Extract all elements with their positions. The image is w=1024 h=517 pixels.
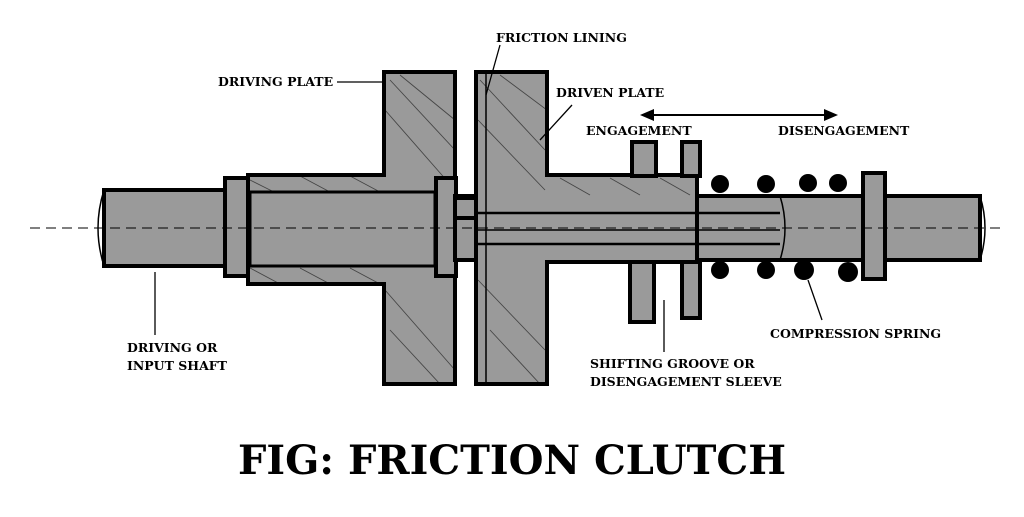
stop-collar [861, 171, 887, 281]
engagement-arrow [640, 109, 838, 121]
label-driving-shaft-line2: INPUT SHAFT [127, 358, 228, 373]
leader-friction-lining [485, 44, 501, 96]
output-shaft-end [979, 195, 986, 261]
label-compression-spring: COMPRESSION SPRING [770, 326, 941, 341]
input-shaft-collar [223, 176, 250, 278]
compression-spring [711, 174, 858, 282]
figure-title: FIG: FRICTION CLUTCH [238, 437, 786, 484]
sleeve-flange-left-top [630, 140, 658, 178]
driving-plate-hatching [249, 74, 455, 384]
label-disengagement: DISENGAGEMENT [778, 123, 910, 138]
label-driving-shaft-line1: DRIVING OR [127, 340, 218, 355]
sleeve-flange-left-bottom [628, 260, 656, 324]
label-driven-plate: DRIVEN PLATE [556, 85, 664, 100]
sleeve-flange-right-top [680, 140, 702, 178]
spring-coil [757, 261, 775, 279]
spring-coil [711, 175, 729, 193]
spring-coil [838, 262, 858, 282]
label-shifting-groove-line1: SHIFTING GROOVE OR [590, 356, 755, 371]
input-shaft [97, 176, 250, 278]
label-driving-plate: DRIVING PLATE [218, 74, 333, 89]
leader-driven-plate [539, 104, 573, 141]
spring-coil [799, 174, 817, 192]
sleeve-flange-right-bottom [680, 260, 702, 320]
label-friction-lining: FRICTION LINING [496, 30, 627, 45]
label-engagement: ENGAGEMENT [586, 123, 692, 138]
shifting-sleeve [628, 140, 702, 324]
leader-compression-spring [807, 279, 823, 321]
spring-coil [794, 260, 814, 280]
spring-coil [757, 175, 775, 193]
spring-coil [829, 174, 847, 192]
label-shifting-groove-line2: DISENGAGEMENT SLEEVE [590, 374, 782, 389]
shaft-spigot [453, 196, 479, 220]
leader-lines [154, 44, 823, 352]
driving-plate-bore [248, 190, 437, 268]
spring-coil [711, 261, 729, 279]
